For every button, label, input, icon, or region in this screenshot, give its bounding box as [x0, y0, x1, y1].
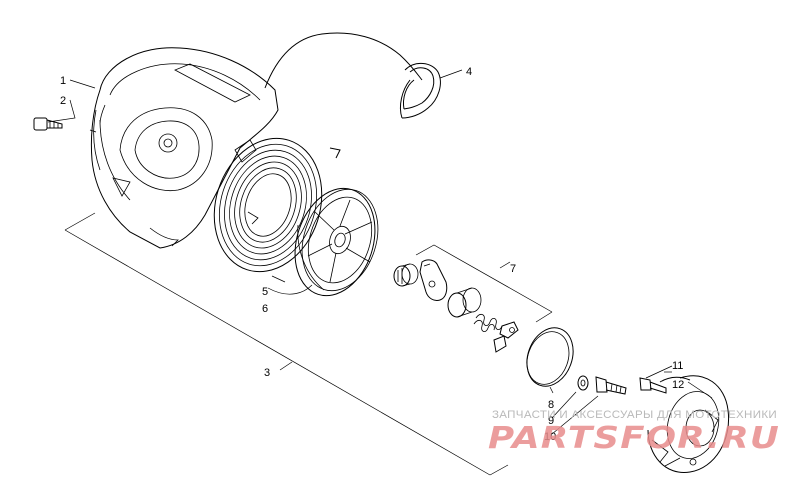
assembly-bracket-3: [64, 212, 509, 476]
callout-12: 12: [672, 379, 684, 391]
callout-3: 3: [264, 367, 270, 379]
callout-8: 8: [548, 399, 554, 411]
callout-11: 11: [672, 360, 683, 372]
watermark: ЗАПЧАСТИ И АКСЕССУАРЫ ДЛЯ МОТОТЕХНИКИ PA…: [488, 409, 780, 456]
friction-plate: [526, 327, 574, 387]
recoil-spring: [213, 137, 341, 273]
watermark-brand: PARTSFOR.RU: [488, 421, 780, 456]
pawl-cap: [447, 287, 482, 318]
callout-1: 1: [60, 75, 66, 87]
callout-9: 9: [548, 415, 554, 427]
callout-7: 7: [510, 263, 516, 275]
housing-screw: [33, 117, 63, 131]
washer: [577, 375, 589, 391]
cup-screw: [639, 377, 667, 394]
watermark-tagline: ЗАПЧАСТИ И АКСЕССУАРЫ ДЛЯ МОТОТЕХНИКИ: [492, 409, 777, 421]
callout-4: 4: [466, 66, 472, 78]
pawl-kit: [393, 244, 553, 353]
callout-10: 10: [544, 431, 556, 443]
callout-labels: 1 2 3 4 5 6 7 8 9 10 11 12: [60, 66, 684, 443]
callout-6: 6: [262, 303, 268, 315]
leader-lines: [47, 69, 713, 435]
pawl-pin: [493, 321, 519, 353]
starter-housing: [89, 47, 279, 249]
pawl-spring: [473, 314, 503, 332]
callout-2: 2: [60, 95, 66, 107]
starter-rope: [264, 32, 441, 119]
center-bolt: [595, 376, 627, 395]
bushing: [393, 263, 419, 287]
pawl: [419, 259, 448, 301]
rope-pulley: [294, 187, 379, 297]
starter-cup: [647, 375, 730, 473]
callout-5: 5: [262, 286, 268, 298]
